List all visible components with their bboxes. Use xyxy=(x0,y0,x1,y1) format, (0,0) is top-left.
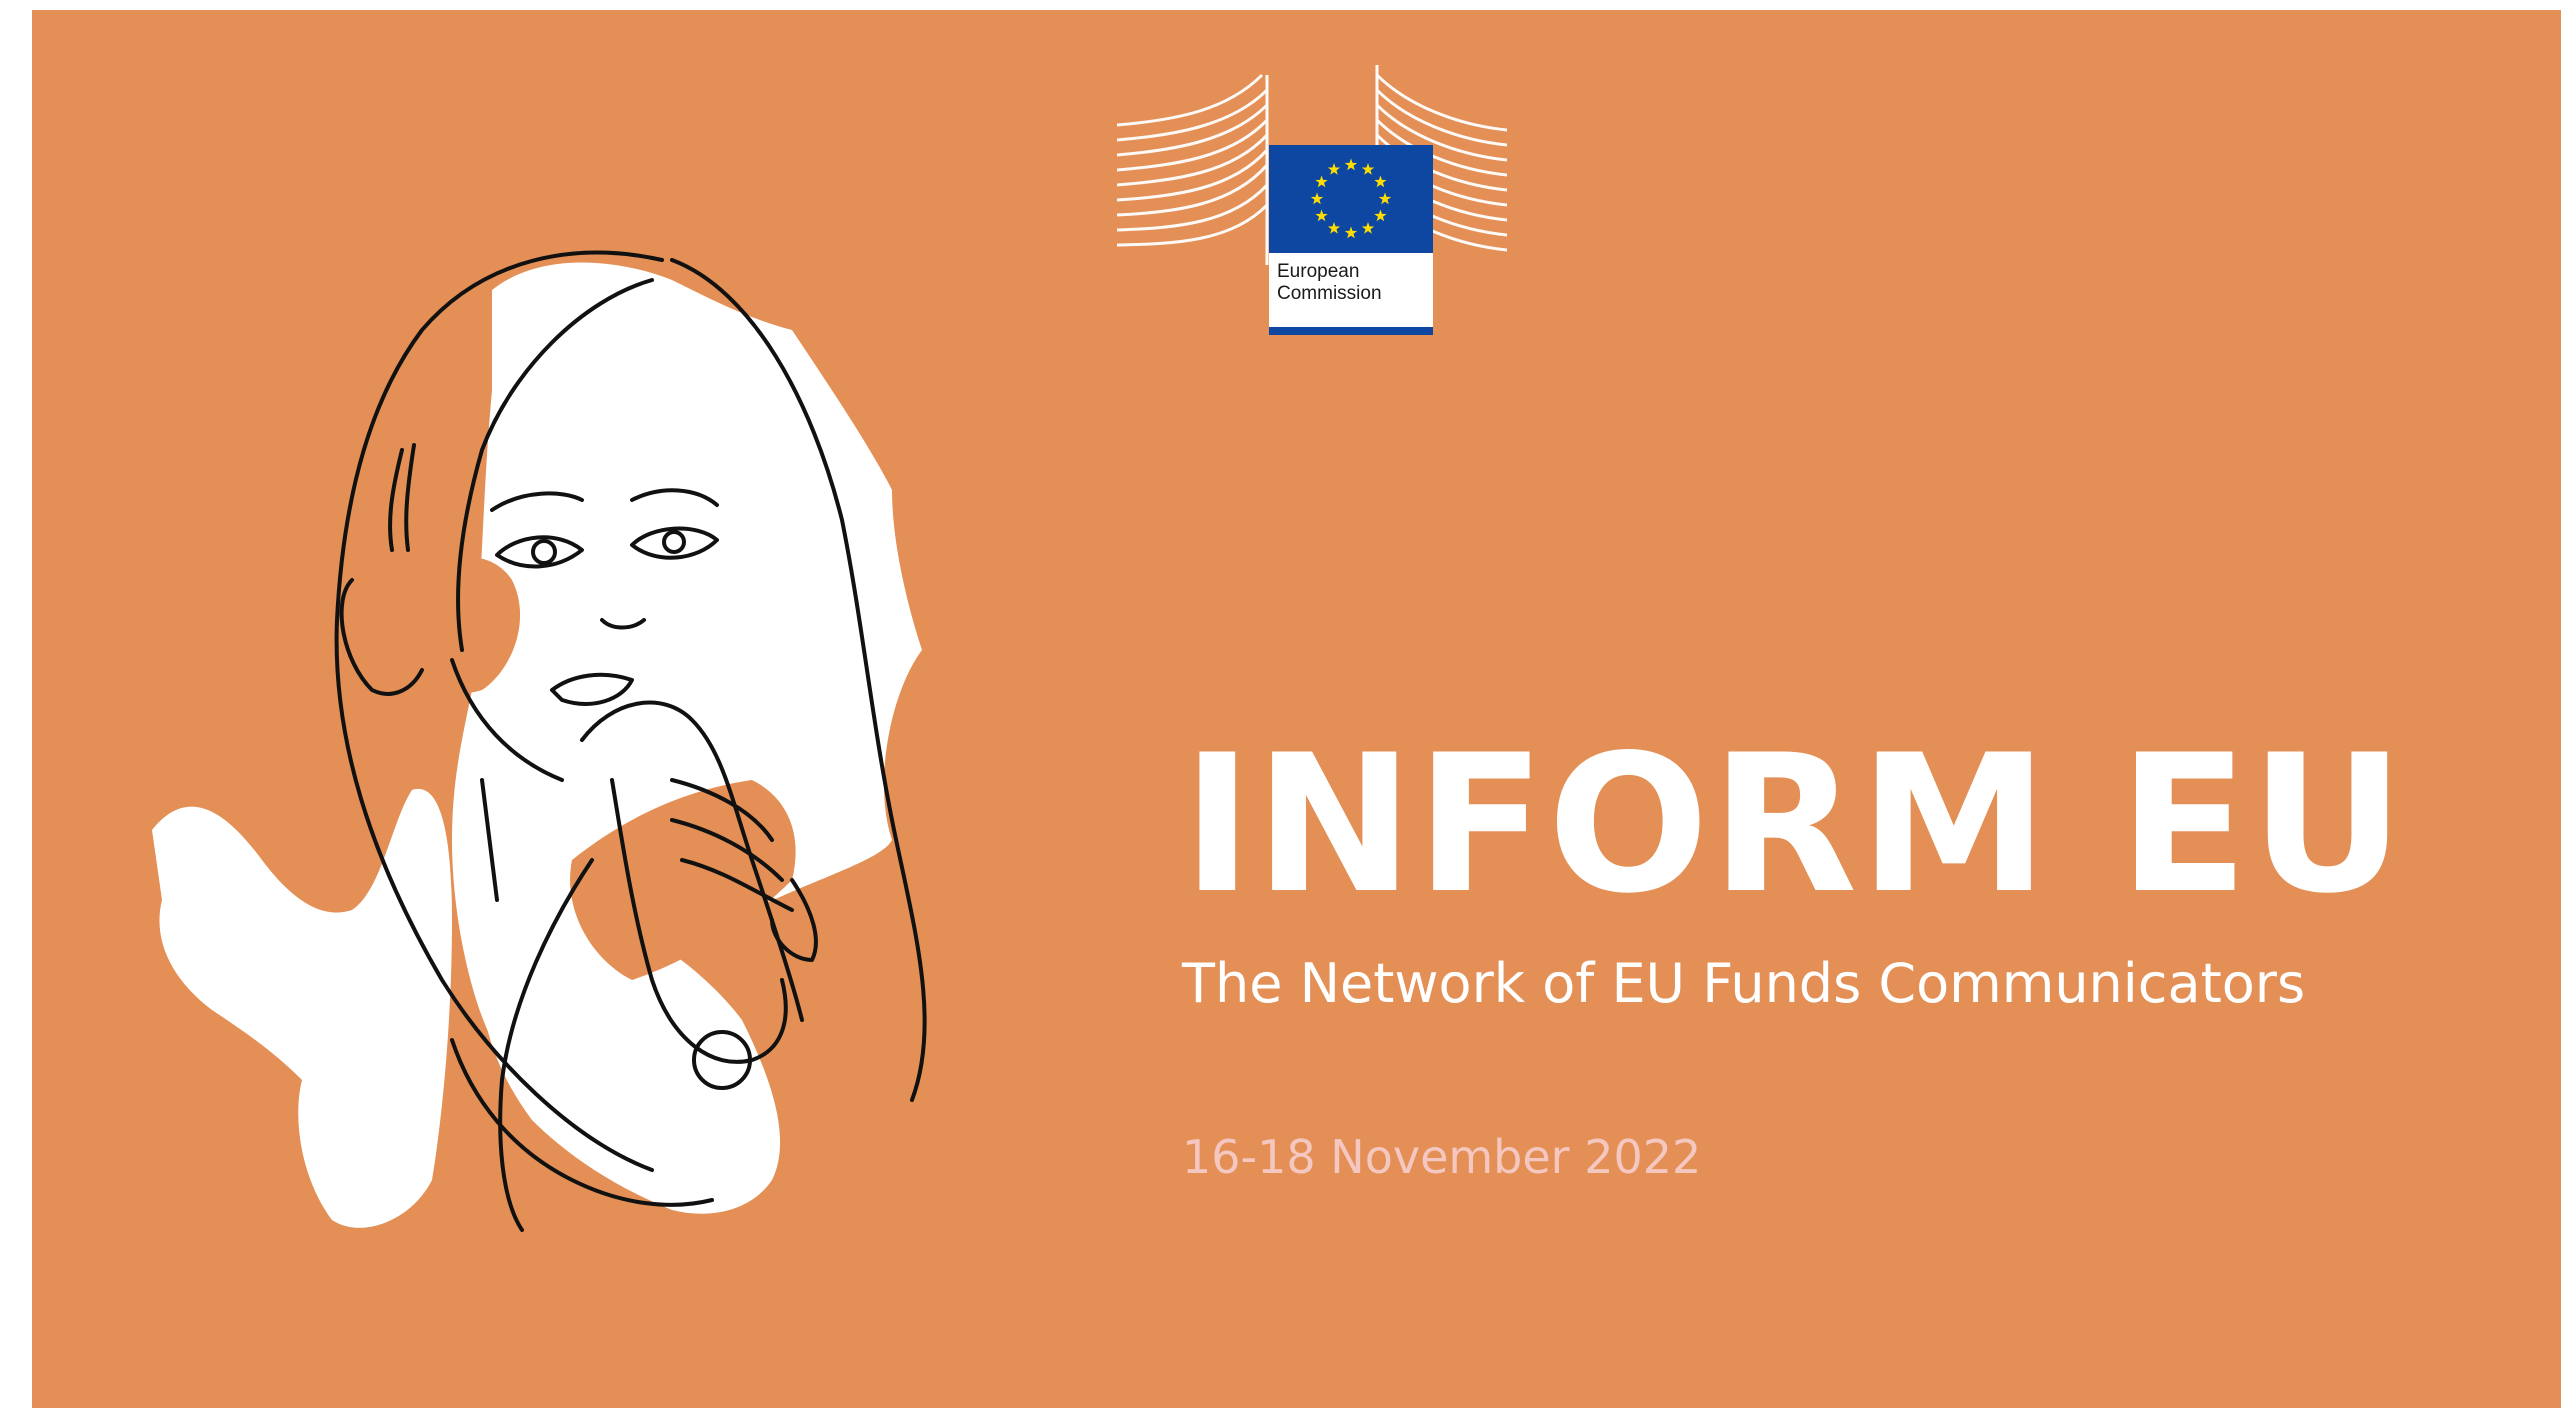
eu-star-icon xyxy=(1361,221,1375,234)
illustration-cutouts xyxy=(422,557,796,980)
woman-speaking-into-microphone-icon xyxy=(152,250,927,1232)
illustration-line-art xyxy=(334,250,927,1232)
logo-badge: European Commission xyxy=(1269,145,1433,335)
eu-flag-icon xyxy=(1269,145,1433,253)
eu-star-icon xyxy=(1315,175,1328,188)
eu-star-icon xyxy=(1344,158,1358,171)
slide-background: European Commission INFORM EU The Networ… xyxy=(32,10,2561,1408)
eu-star-icon xyxy=(1310,192,1324,205)
european-commission-logo: European Commission xyxy=(1117,65,1507,335)
event-subtitle: The Network of EU Funds Communicators xyxy=(1182,952,2306,1015)
eu-star-icon xyxy=(1315,209,1328,222)
event-date: 16-18 November 2022 xyxy=(1182,1130,1702,1184)
logo-text-line1: European xyxy=(1277,261,1360,282)
eu-star-icon xyxy=(1327,221,1341,234)
event-title: INFORM EU xyxy=(1182,714,2407,935)
eu-star-icon xyxy=(1374,175,1387,188)
eu-star-icon xyxy=(1378,192,1392,205)
eu-star-icon xyxy=(1374,209,1387,222)
eu-star-icon xyxy=(1327,163,1341,175)
logo-stripe xyxy=(1269,327,1433,335)
eu-star-icon xyxy=(1361,163,1375,175)
illustration-white-shapes xyxy=(152,262,922,1228)
logo-text: European Commission xyxy=(1277,261,1382,305)
berlaymont-building-icon xyxy=(1117,65,1507,265)
eu-star-icon xyxy=(1344,226,1358,239)
logo-text-line2: Commission xyxy=(1277,283,1382,304)
